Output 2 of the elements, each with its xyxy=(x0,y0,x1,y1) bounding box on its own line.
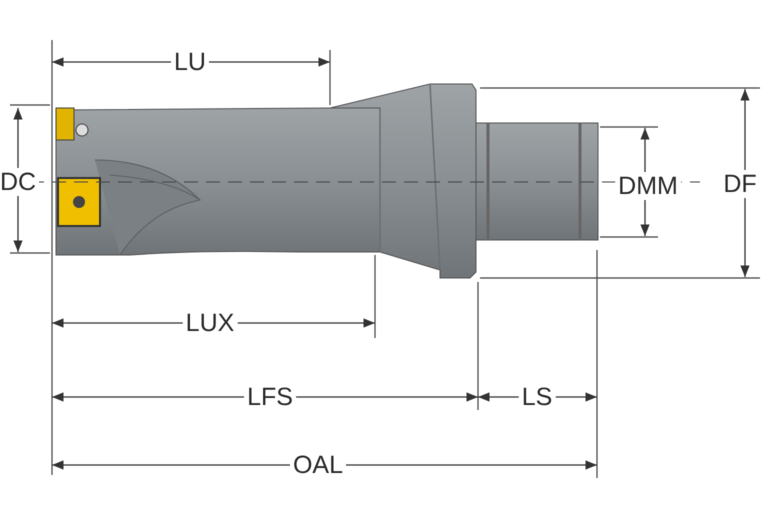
dimension-label: DMM xyxy=(615,172,681,200)
dimension-label: DC xyxy=(0,168,40,196)
